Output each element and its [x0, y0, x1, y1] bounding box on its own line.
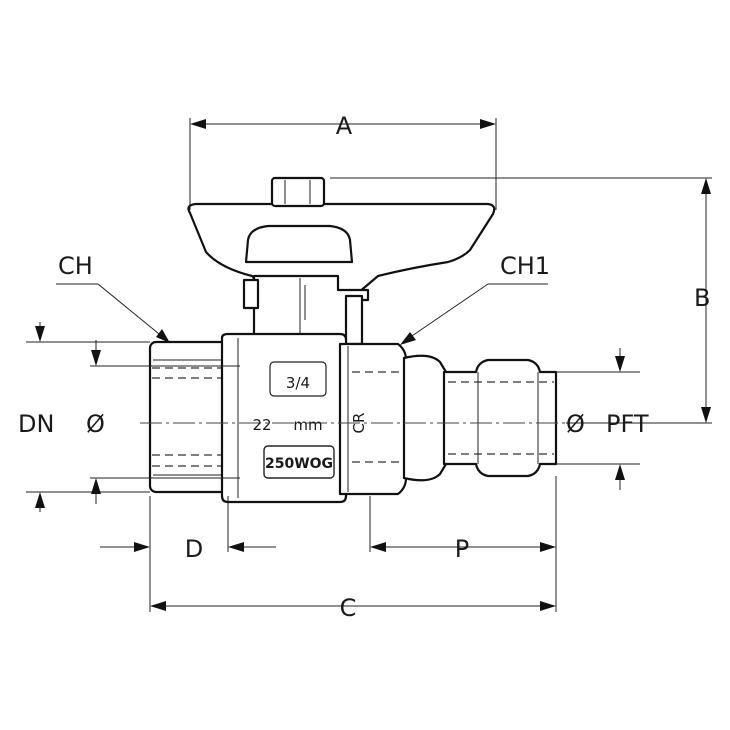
press-fitting-tube — [442, 358, 558, 478]
stop-pin — [344, 294, 364, 346]
press-collar — [402, 354, 448, 482]
pressure-marking: 250WOG — [265, 456, 333, 472]
brand-marking: CR — [350, 413, 368, 434]
dim-pft-diameter-symbol: Ø — [566, 410, 585, 438]
female-end-hex — [148, 340, 230, 494]
dim-a-label: A — [336, 112, 353, 140]
pressure-plate — [263, 445, 335, 479]
handle-hub — [244, 224, 354, 264]
size-marking: 3/4 — [286, 374, 310, 392]
dim-ch1-label: CH1 — [500, 252, 550, 280]
dim-p-label: P — [455, 535, 469, 563]
stem-collar — [242, 278, 260, 310]
dim-ch-label: CH — [58, 252, 93, 280]
body-markings: 3/4 22 mm CR 250WOG — [252, 374, 368, 472]
valve-body — [148, 176, 558, 504]
dim-d-label: D — [185, 535, 203, 563]
dim-pft-label: PFT — [606, 410, 649, 438]
size-plate — [269, 361, 327, 397]
pipe-size-marking: 22 — [252, 416, 271, 434]
central-body — [220, 332, 348, 504]
dimension-labels: A B C D P CH CH1 DN Ø Ø PFT — [18, 112, 710, 622]
dimension-lines — [26, 118, 712, 612]
pipe-unit-marking: mm — [293, 416, 322, 434]
dim-c-label: C — [340, 594, 357, 622]
dim-dn-diameter-symbol: Ø — [86, 410, 105, 438]
dim-b-label: B — [694, 284, 710, 312]
dim-dn-label: DN — [18, 410, 54, 438]
handle-nut — [270, 176, 326, 208]
